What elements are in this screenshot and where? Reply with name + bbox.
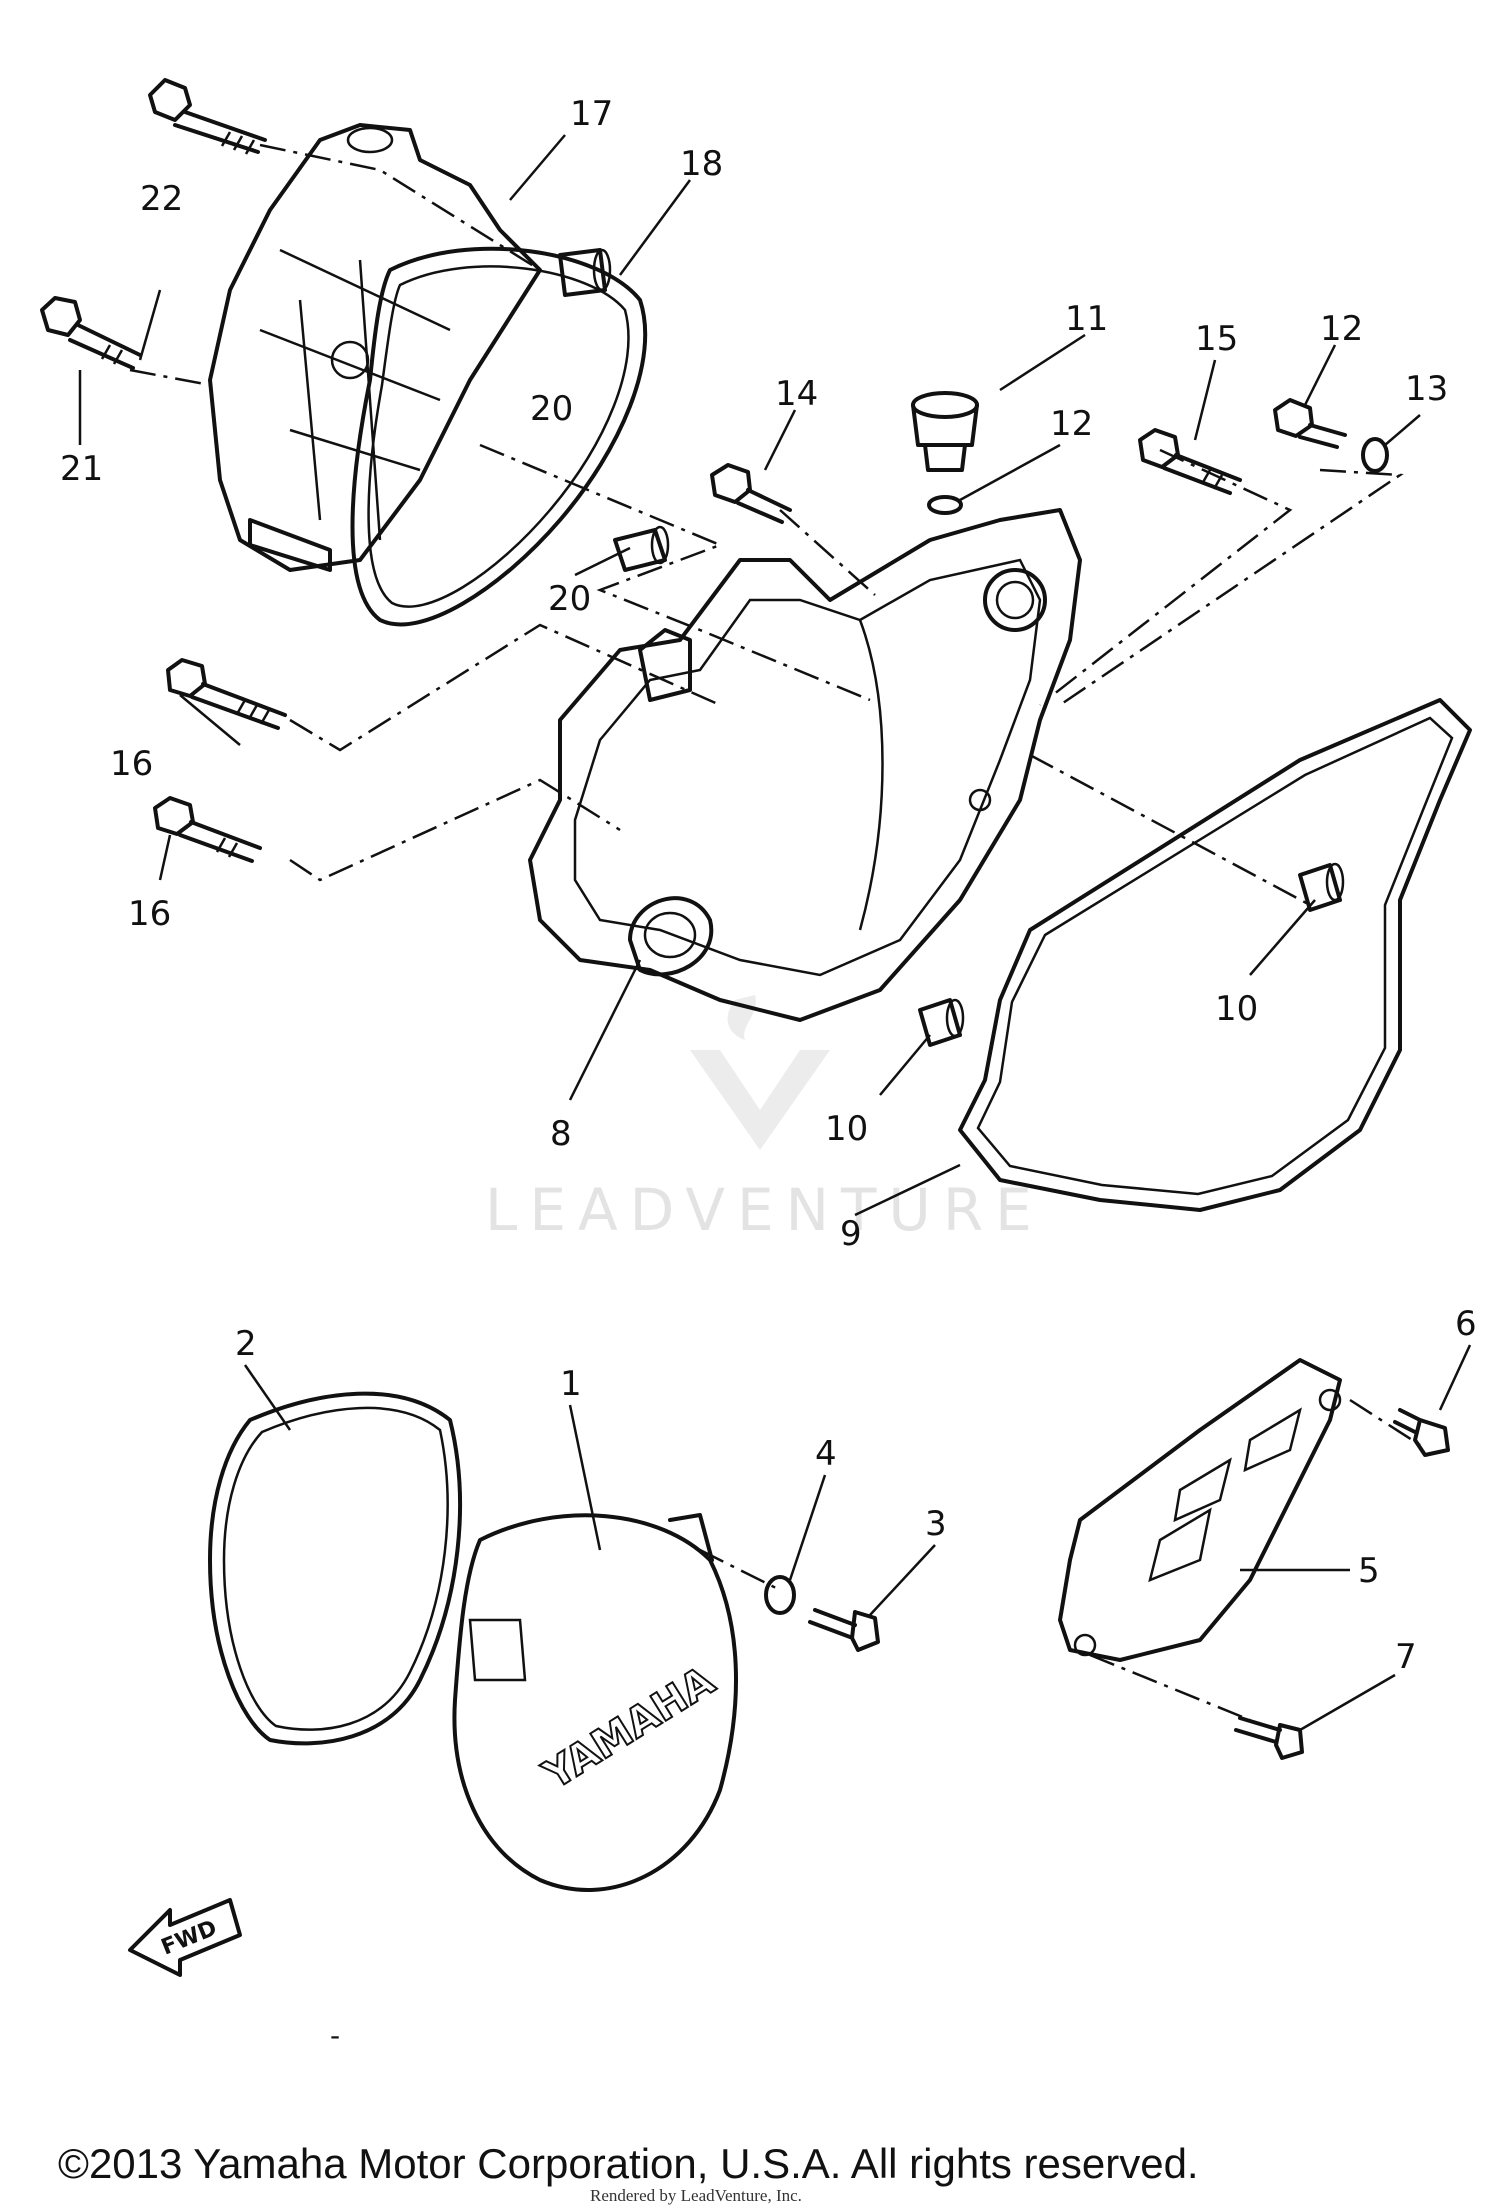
bolt-16-lower xyxy=(153,796,262,863)
stray-mark: - xyxy=(330,2019,340,2052)
callout-6: 6 xyxy=(1455,1304,1477,1344)
washer-4 xyxy=(764,1575,796,1615)
fwd-label: FWD xyxy=(158,1916,221,1961)
callout-10-left: 10 xyxy=(825,1109,868,1149)
callout-22: 22 xyxy=(140,179,183,219)
callout-7: 7 xyxy=(1395,1637,1417,1677)
copyright-text: ©2013 Yamaha Motor Corporation, U.S.A. A… xyxy=(58,2140,1199,2187)
o-ring-12 xyxy=(927,495,963,515)
callout-numbers: 17 18 22 21 20 20 11 12 14 15 12 13 16 1… xyxy=(60,94,1477,1677)
callout-8: 8 xyxy=(550,1114,572,1154)
callout-14: 13 xyxy=(1405,369,1448,409)
callout-1: 1 xyxy=(560,1364,582,1404)
callout-9: 9 xyxy=(840,1214,862,1254)
housing-18 xyxy=(208,123,542,572)
bolt-17 xyxy=(166,658,287,730)
callout-16-lower: 16 xyxy=(128,894,171,934)
gasket-2 xyxy=(208,1391,462,1746)
dowel-20-lower xyxy=(613,525,670,572)
dowel-10-right xyxy=(1298,862,1345,912)
callout-10-right: 10 xyxy=(1215,989,1258,1029)
callout-2: 2 xyxy=(235,1324,257,1364)
leader-lines xyxy=(78,134,1472,1732)
gasket-9 xyxy=(958,698,1472,1212)
callout-3: 3 xyxy=(925,1504,947,1544)
bolt-13 xyxy=(1273,398,1347,449)
callout-13: 12 xyxy=(1320,309,1363,349)
callout-20-upper: 20 xyxy=(530,389,573,429)
bolt-22 xyxy=(148,78,267,155)
callout-17: 16 xyxy=(110,744,153,784)
callout-15: 14 xyxy=(775,374,818,414)
watermark: LEADVENTURE xyxy=(485,995,1044,1244)
rendered-by-text: Rendered by LeadVenture, Inc. xyxy=(590,2186,802,2205)
bolt-3 xyxy=(808,1608,880,1652)
watermark-text: LEADVENTURE xyxy=(485,1176,1044,1244)
bolt-15 xyxy=(710,463,792,524)
dowel-10-left xyxy=(918,998,965,1047)
callout-12: 12 xyxy=(1050,404,1093,444)
callout-5: 5 xyxy=(1358,1551,1380,1591)
cover-logo: YAMAHA xyxy=(535,1658,722,1799)
guard-5 xyxy=(1058,1358,1342,1662)
dowel-20-upper xyxy=(558,248,612,297)
washer-14 xyxy=(1361,437,1389,473)
crankcase-cover-8 xyxy=(528,508,1082,1022)
callout-19: 18 xyxy=(680,144,723,184)
callout-18: 17 xyxy=(570,94,613,134)
callout-20-lower: 20 xyxy=(548,579,591,619)
callout-21: 21 xyxy=(60,449,103,489)
bolt-6 xyxy=(1393,1408,1450,1457)
plug-11 xyxy=(911,391,979,472)
bolt-16-upper xyxy=(1138,428,1242,495)
cover-1: YAMAHA xyxy=(452,1513,739,1892)
callout-16-upper: 15 xyxy=(1195,319,1238,359)
bolt-21 xyxy=(40,296,142,370)
callout-11: 11 xyxy=(1065,299,1108,339)
bolt-7 xyxy=(1234,1716,1304,1760)
fwd-arrow: FWD xyxy=(128,1898,242,1977)
callout-4: 4 xyxy=(815,1434,837,1474)
